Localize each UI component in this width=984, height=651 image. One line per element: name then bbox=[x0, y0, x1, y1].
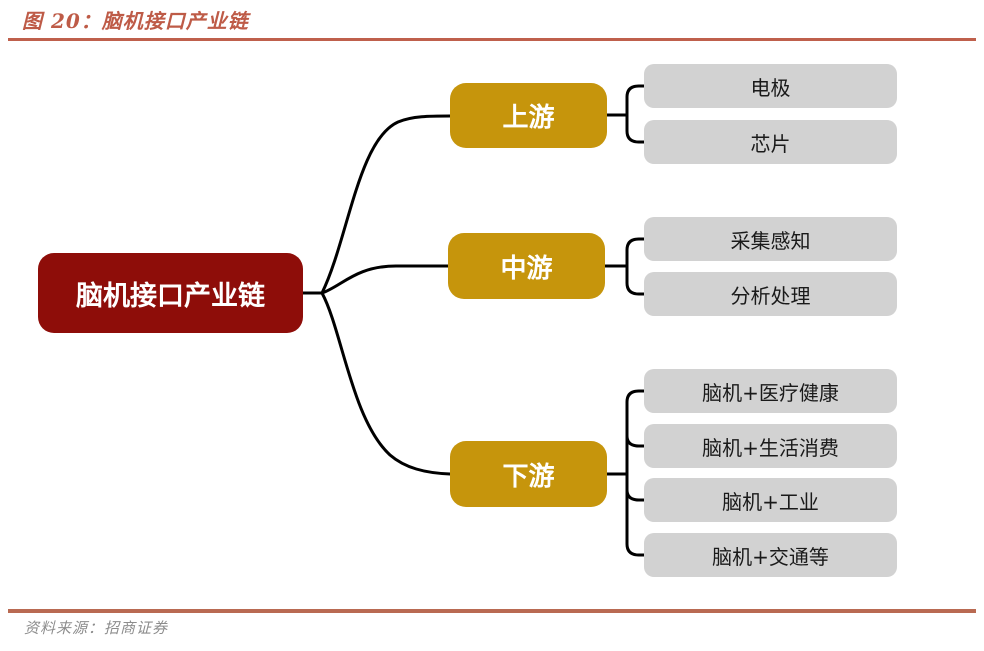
leaf-bci-consumer-life: 脑机+生活消费 bbox=[644, 424, 897, 468]
node-midstream: 中游 bbox=[448, 233, 605, 299]
leaf-bci-industry: 脑机+工业 bbox=[644, 478, 897, 522]
leaf-electrode: 电极 bbox=[644, 64, 897, 108]
leaf-analysis-processing: 分析处理 bbox=[644, 272, 897, 316]
leaf-acquisition-sensing: 采集感知 bbox=[644, 217, 897, 261]
node-upstream: 上游 bbox=[450, 83, 607, 148]
root-to-downstream-curve bbox=[320, 291, 452, 476]
root-to-upstream-curve bbox=[320, 114, 452, 295]
figure-title: 图 20：脑机接口产业链 bbox=[22, 9, 249, 33]
leaf-bci-transport: 脑机+交通等 bbox=[644, 533, 897, 577]
source-note: 资料来源：招商证券 bbox=[24, 619, 169, 637]
node-root: 脑机接口产业链 bbox=[38, 253, 303, 333]
upstream-bracket bbox=[625, 84, 646, 144]
top-rule bbox=[8, 38, 976, 41]
leaf-chip: 芯片 bbox=[644, 120, 897, 164]
node-downstream: 下游 bbox=[450, 441, 607, 507]
bottom-rule bbox=[8, 609, 976, 613]
downstream-branch-2 bbox=[625, 434, 646, 448]
midstream-bracket bbox=[625, 237, 646, 296]
root-to-midstream-curve bbox=[320, 264, 450, 295]
downstream-bracket bbox=[625, 389, 646, 557]
leaf-bci-medical-health: 脑机+医疗健康 bbox=[644, 369, 897, 413]
downstream-branch-3 bbox=[625, 488, 646, 502]
